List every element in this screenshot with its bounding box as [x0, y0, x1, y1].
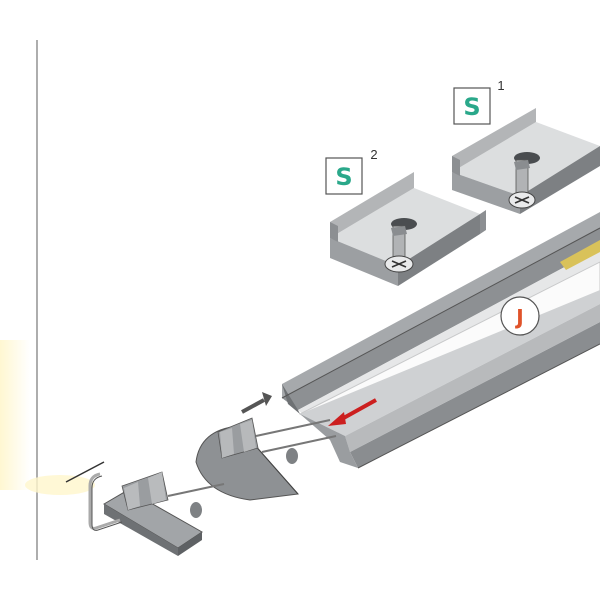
insert-arrow-icon [328, 398, 377, 426]
mounting-clip-1 [452, 108, 600, 214]
leader-line [65, 461, 105, 483]
label-s-2-letter: S [335, 163, 352, 191]
light-glow [0, 340, 30, 490]
label-j: J [500, 296, 540, 336]
mounting-clip-2 [330, 172, 486, 286]
power-cable [88, 472, 121, 530]
label-s-1-number: 1 [497, 78, 504, 93]
push-arrow-icon [241, 392, 272, 414]
led-strip [560, 240, 600, 270]
end-cap [195, 417, 337, 501]
screw-icon [508, 159, 536, 209]
label-s-2-number: 2 [370, 147, 377, 162]
end-cap-with-cable [103, 471, 225, 556]
light-glow-bottom [25, 475, 95, 495]
label-s-1-letter: S [463, 93, 480, 121]
screw-icon [384, 225, 414, 273]
label-j-letter: J [514, 305, 523, 329]
label-s-2: S 2 [325, 147, 378, 195]
label-s-1: S 1 [453, 78, 505, 125]
